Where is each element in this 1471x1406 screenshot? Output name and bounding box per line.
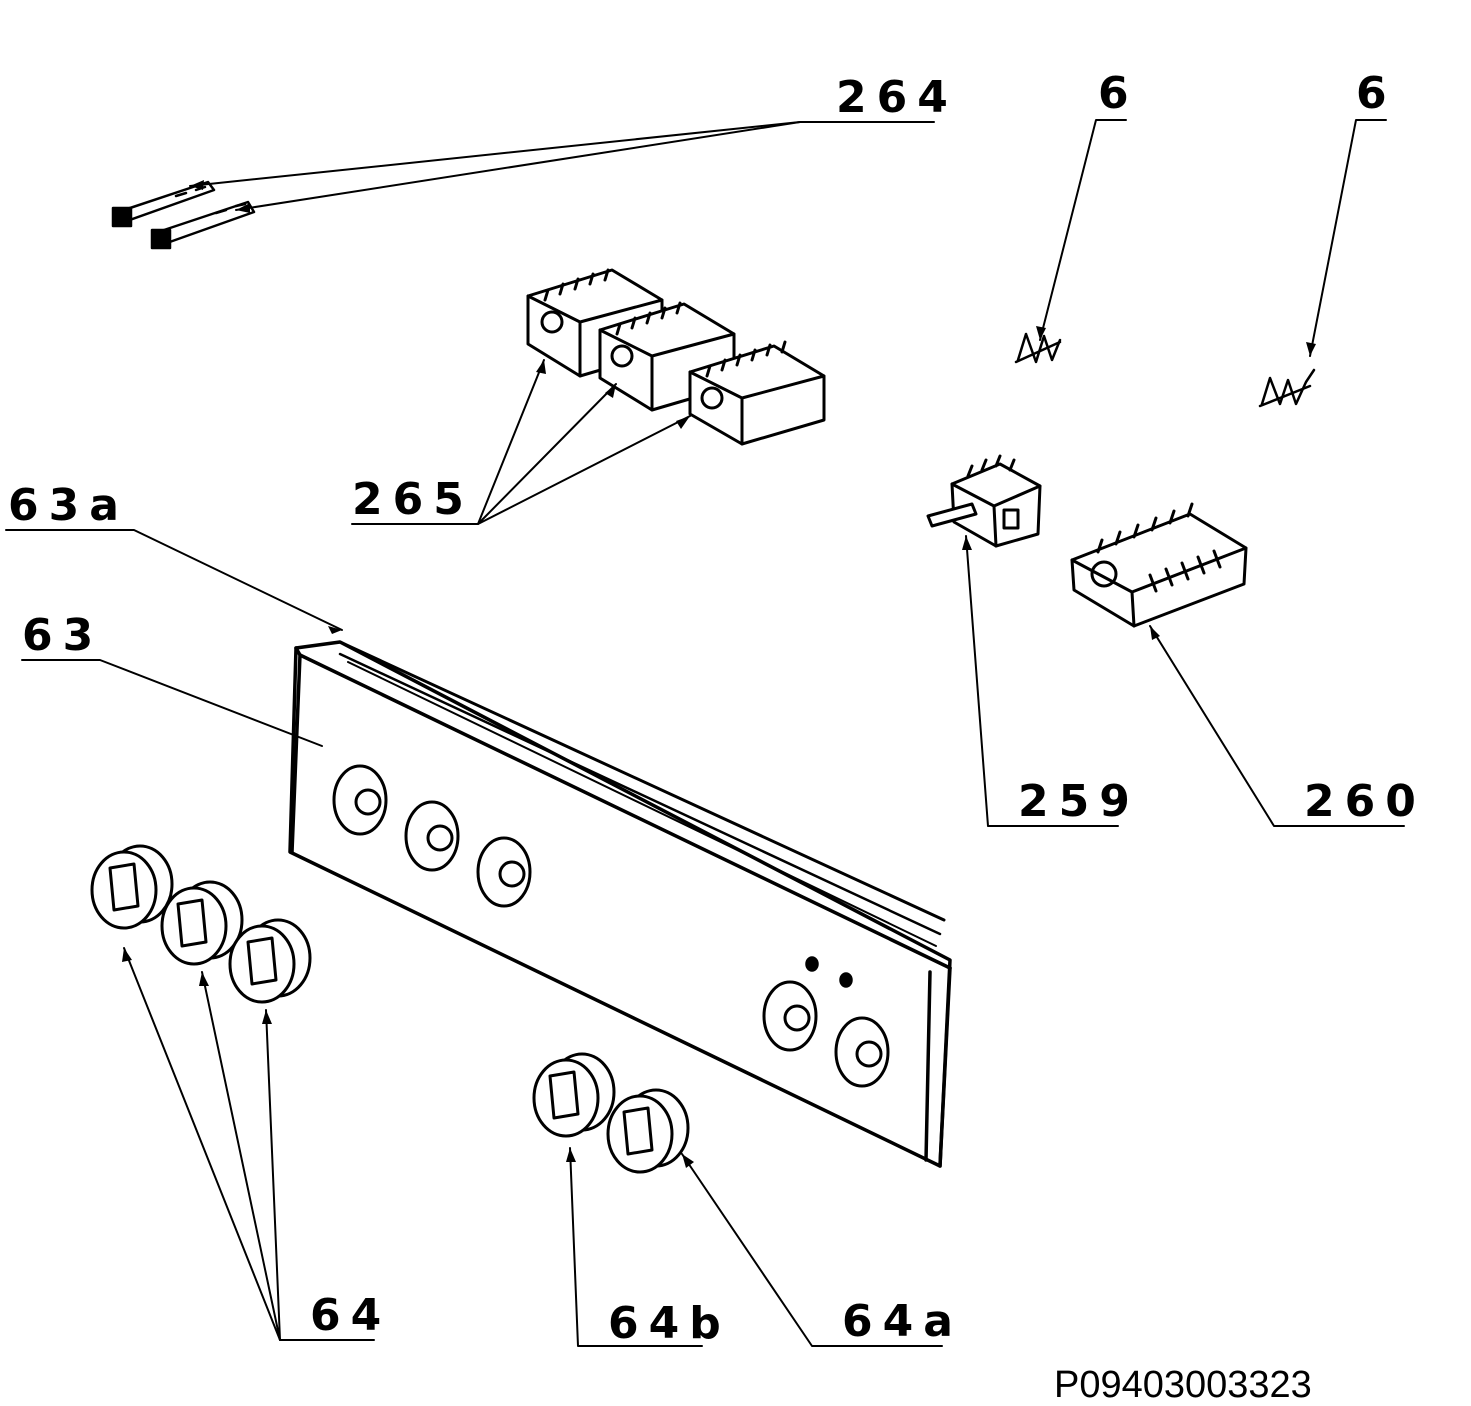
leader-arrowheads [122, 180, 1316, 1168]
callout-64b: 64b [608, 1298, 731, 1349]
part-64a-knob [606, 1088, 690, 1174]
callout-6-left: 6 [1098, 68, 1139, 119]
part-260-multiswitch [1070, 502, 1248, 628]
part-64-knobs [90, 844, 312, 1004]
part-264-connectors [111, 180, 256, 250]
callout-264: 264 [836, 72, 958, 123]
callout-64a: 64a [842, 1296, 963, 1347]
callout-260: 260 [1304, 776, 1426, 827]
callout-6-right: 6 [1356, 68, 1397, 119]
leader-lines [5, 119, 1405, 1347]
callout-259: 259 [1018, 776, 1140, 827]
callout-63a: 63a [8, 480, 129, 531]
part-259-switch [926, 454, 1042, 548]
callout-265: 265 [352, 474, 474, 525]
part-63-control-panel [288, 640, 952, 1168]
part-265-switch-blocks [526, 268, 826, 446]
part-64b-knob [532, 1052, 616, 1138]
document-number: P09403003323 [1054, 1364, 1312, 1406]
part-6-clip-left [1014, 332, 1062, 364]
callout-64: 64 [310, 1290, 392, 1341]
callout-63: 63 [22, 610, 104, 661]
part-6-clip-right [1258, 368, 1316, 408]
